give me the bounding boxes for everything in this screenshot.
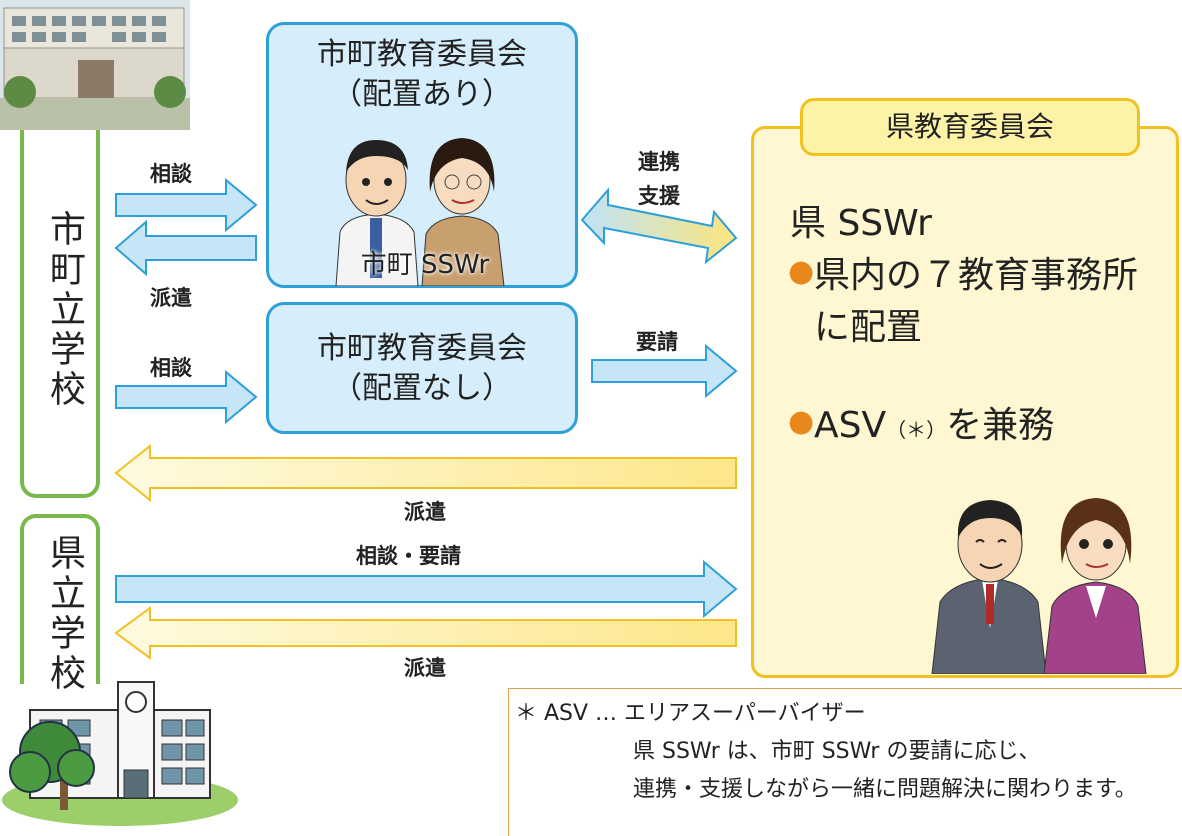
consult-arrow-right-2: [115, 369, 258, 425]
municipal-board-with-staff: 市町教育委員会 （配置あり）: [266, 22, 578, 288]
consult-label-1: 相談: [150, 162, 192, 186]
asv-note-mark: （＊）: [886, 418, 947, 442]
consult-request-label: 相談・要請: [356, 544, 461, 568]
prefectural-sswr-title: 県 SSWr: [790, 203, 932, 244]
concurrent-text: を兼務: [946, 405, 1055, 446]
footnote-line3: 連携・支援しながら一緒に問題解決に関わります。: [633, 777, 1137, 802]
footnote-line1: ＊ ASV … エリアスーパーバイザー: [515, 701, 866, 726]
bullet-dot-icon-2: ●: [788, 404, 815, 439]
prefectural-school-label: 県立学校: [44, 534, 85, 694]
bullet-2: ●: [788, 404, 814, 439]
cooperation-double-arrow: [580, 187, 738, 265]
dispatch-label-1: 派遣: [150, 286, 192, 310]
consult-arrow-right: [115, 177, 258, 233]
request-arrow-right: [591, 343, 738, 399]
coop-label-2: 支援: [638, 184, 680, 208]
bullet-dot-icon: ●: [788, 254, 815, 289]
dispatch-arrow-long-yellow-2: [114, 606, 737, 660]
municipal-school-frame: [20, 130, 100, 498]
bullet1-line1: 県内の７教育事務所: [814, 255, 1139, 296]
dispatch-arrow-left: [114, 219, 257, 277]
footnote-box: ＊ ASV … エリアスーパーバイザー 県 SSWr は、市町 SSWr の要請…: [508, 688, 1182, 836]
prefectural-board-tab: 県教育委員会: [800, 98, 1140, 156]
prefectural-sswr-illustration: [931, 498, 1147, 674]
bullet2-line: ASV（＊）を兼務: [814, 402, 1054, 454]
coop-label-1: 連携: [638, 150, 680, 174]
consult-request-arrow-long: [115, 559, 738, 619]
board-without-title: 市町教育委員会: [317, 331, 527, 366]
board-with-subtitle: （配置あり）: [332, 77, 512, 112]
school-building-bottom-image: [2, 681, 238, 826]
school-building-top-image: [0, 0, 190, 130]
footnote-line2: 県 SSWr は、市町 SSWr の要請に応じ、: [633, 739, 1041, 764]
dispatch-label-2: 派遣: [404, 500, 446, 524]
dispatch-arrow-long-yellow: [114, 443, 737, 503]
municipal-sswr-illustration: [335, 138, 505, 286]
board-with-title: 市町教育委員会: [317, 37, 527, 72]
request-label: 要請: [636, 330, 678, 354]
consult-label-2: 相談: [150, 356, 192, 380]
municipal-board-without-staff: 市町教育委員会 （配置なし）: [266, 302, 578, 434]
board-without-subtitle: （配置なし）: [332, 371, 512, 406]
prefectural-school-frame: [20, 514, 100, 684]
bullet1-line2: に配置: [814, 307, 923, 348]
asv-text: ASV: [814, 405, 887, 446]
dispatch-label-3: 派遣: [404, 656, 446, 680]
municipal-sswr-label: 市町 SSWr: [360, 250, 490, 280]
municipal-school-label: 市町立学校: [44, 210, 85, 410]
bullet-1: ●: [788, 254, 814, 289]
